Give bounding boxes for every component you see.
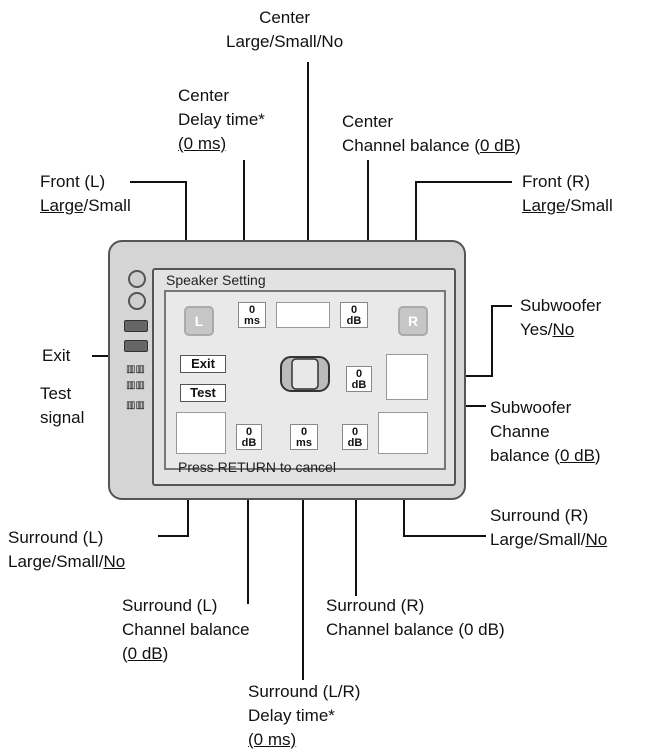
side-bars-icon-2: ▥▥ [126, 380, 145, 391]
label-center-delay: Center Delay time* (0 ms) [178, 86, 265, 153]
listener-seat-icon [280, 356, 330, 392]
label-surround-l: Surround (L) Large/Small/No [8, 528, 126, 571]
screen-title: Speaker Setting [166, 272, 266, 288]
round-button-2 [128, 292, 146, 310]
center-speaker-box[interactable] [276, 302, 330, 328]
exit-button[interactable]: Exit [180, 355, 226, 373]
round-button-1 [128, 270, 146, 288]
subwoofer-box[interactable] [386, 354, 428, 400]
label-slr-delay: Surround (L/R) Delay time* (0 ms) [248, 682, 361, 749]
side-rect-icon-2 [124, 340, 148, 352]
side-bars-icon-1: ▥▥ [126, 364, 145, 375]
label-front-r: Front (R) Large/Small [522, 172, 613, 215]
front-r-speaker[interactable]: R [398, 306, 428, 336]
label-surround-r: Surround (R) Large/Small/No [490, 506, 608, 549]
label-sl-balance: Surround (L) Channel balance (0 dB) [122, 596, 250, 663]
label-sr-balance: Surround (R) Channel balance (0 dB) [326, 596, 505, 639]
test-button[interactable]: Test [180, 384, 226, 402]
label-sub-balance: Subwoofer Channe balance (0 dB) [490, 398, 601, 465]
surround-l-box[interactable] [176, 412, 226, 454]
screen-footer: Press RETURN to cancel [178, 459, 336, 475]
surround-r-box[interactable] [378, 412, 428, 454]
side-bars-icon-3: ▥▥ [126, 400, 145, 411]
side-rect-icon-1 [124, 320, 148, 332]
label-front-l: Front (L) Large/Small [40, 172, 131, 215]
label-test-signal: Test signal [40, 384, 85, 427]
label-center-balance: Center Channel balance (0 dB) [342, 112, 521, 155]
label-exit: Exit [42, 346, 71, 365]
label-subwoofer: Subwoofer Yes/No [520, 296, 602, 339]
front-l-speaker[interactable]: L [184, 306, 214, 336]
label-center-size: Center Large/Small/No [226, 8, 344, 51]
